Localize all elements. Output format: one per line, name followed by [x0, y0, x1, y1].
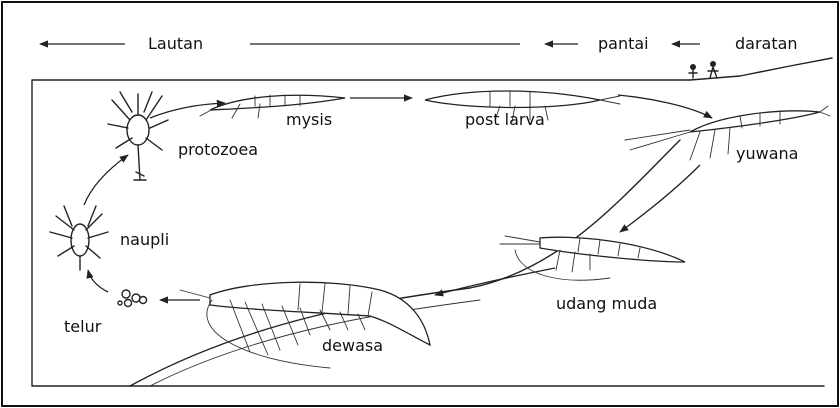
arrow-yuwana-to-udangmuda — [620, 165, 700, 232]
post-larva-label: post larva — [465, 112, 545, 128]
naupli-label: naupli — [120, 232, 169, 248]
arrow-postlarva-to-yuwana — [618, 95, 712, 118]
lautan-label: Lautan — [148, 36, 203, 52]
arrow-protozoea-to-mysis — [150, 103, 225, 118]
arrow-telur-to-naupli — [88, 270, 108, 292]
shore-slope-line — [690, 58, 832, 80]
protozoea-label: protozoea — [178, 142, 258, 158]
egg-cluster — [118, 290, 147, 307]
udang-muda-label: udang muda — [556, 296, 657, 312]
arrow-naupli-to-protozoea — [84, 155, 128, 205]
dewasa-label: dewasa — [322, 338, 383, 354]
seabed-line — [130, 140, 680, 386]
yuwana-label: yuwana — [736, 146, 798, 162]
yuwana-shrimp — [625, 106, 830, 160]
pantai-label: pantai — [598, 36, 649, 52]
shore-figures — [689, 61, 718, 78]
daratan-label: daratan — [735, 36, 798, 52]
protozoea-larva — [108, 92, 168, 180]
naupli-larva — [50, 206, 108, 270]
mysis-label: mysis — [286, 112, 332, 128]
dewasa-shrimp — [180, 282, 430, 368]
telur-label: telur — [64, 319, 101, 335]
